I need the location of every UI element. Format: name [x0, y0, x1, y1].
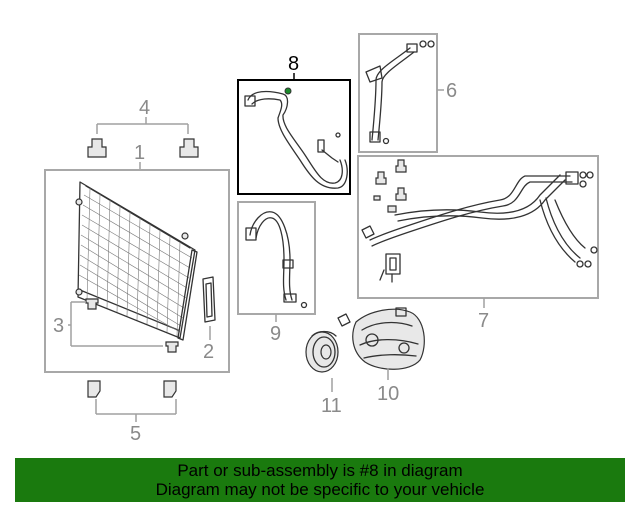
banner-line-1: Part or sub-assembly is #8 in diagram: [177, 461, 463, 480]
callout-5: 5: [130, 423, 141, 445]
banner-line-2: Diagram may not be specific to your vehi…: [155, 480, 485, 499]
callout-9: 9: [270, 323, 281, 345]
info-banner: Part or sub-assembly is #8 in diagram Di…: [15, 458, 625, 502]
callout-11: 11: [321, 395, 342, 417]
pipe-7[interactable]: [361, 159, 598, 283]
pipe-6-box: [358, 33, 438, 153]
bracket-5-right[interactable]: [163, 380, 177, 398]
suction-hose-9[interactable]: [245, 211, 308, 309]
magnet-clutch-11[interactable]: [305, 313, 351, 373]
callout-4: 4: [139, 97, 150, 119]
leader-3: [68, 301, 163, 347]
clip-4-left[interactable]: [87, 138, 107, 158]
callout-6: 6: [446, 80, 457, 102]
condenser-box: [44, 169, 230, 373]
parts-diagram: 4 1 3 2 5 8: [44, 33, 599, 445]
receiver-2[interactable]: [202, 276, 216, 323]
cushion-3-upper[interactable]: [85, 298, 99, 310]
discharge-hose-8[interactable]: [244, 87, 348, 189]
clip-4-right[interactable]: [179, 138, 199, 158]
hose-9-box: [237, 201, 316, 315]
callout-8: 8: [288, 53, 299, 75]
callout-2: 2: [203, 341, 214, 363]
callout-10: 10: [377, 383, 399, 405]
bracket-5-left[interactable]: [87, 380, 101, 398]
leader-5: [95, 399, 177, 422]
callout-3: 3: [53, 315, 64, 337]
pipe-6[interactable]: [365, 40, 435, 145]
callout-1: 1: [134, 142, 145, 164]
leader-4: [96, 117, 189, 134]
compressor-10[interactable]: [352, 307, 425, 370]
cushion-3-lower[interactable]: [165, 341, 179, 353]
condenser[interactable]: [75, 181, 198, 341]
callout-7: 7: [478, 310, 489, 332]
hose-8-box: [237, 79, 351, 195]
pipe-7-box: [357, 155, 599, 299]
